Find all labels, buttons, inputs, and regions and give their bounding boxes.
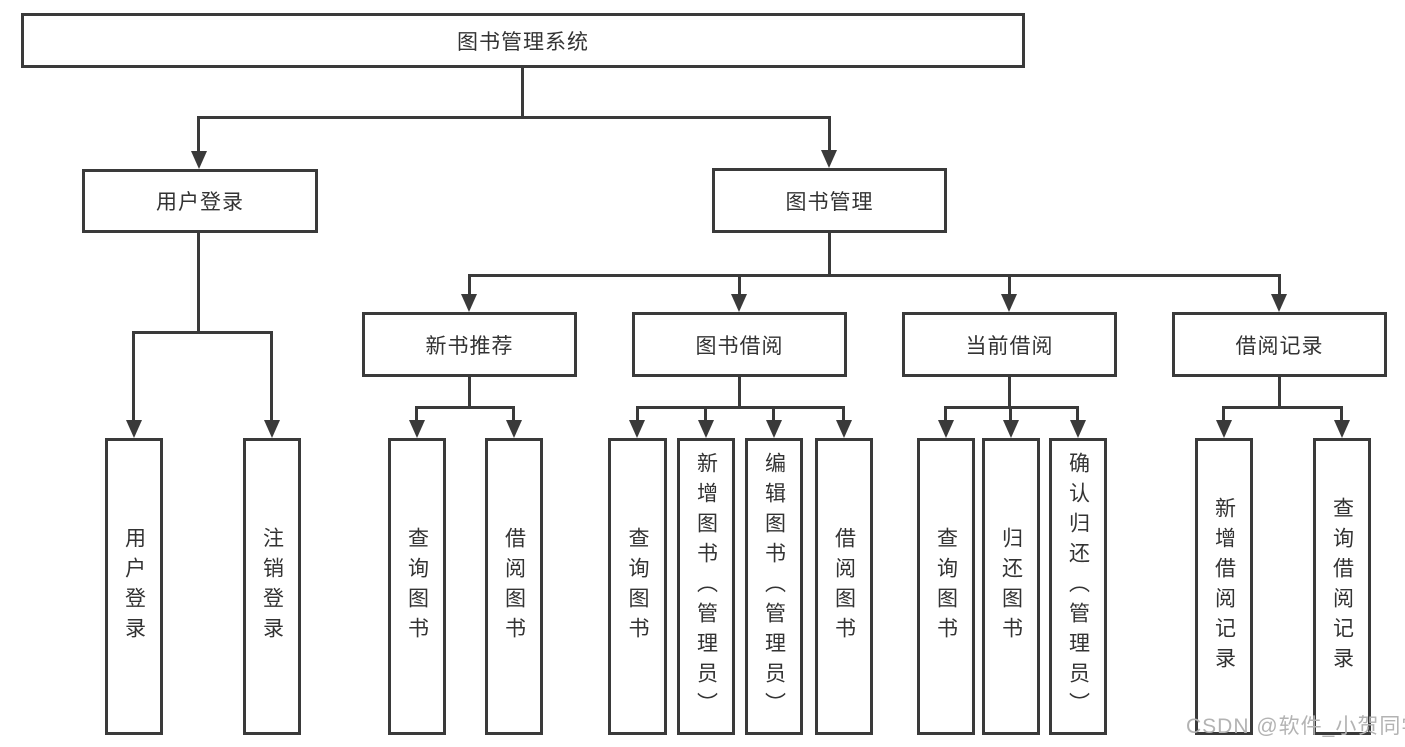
connector-arrow [698,420,714,438]
leaf-query-book-1: 查询图书 [388,438,446,735]
connector-arrow [836,420,852,438]
leaf-query-book-1-label: 查询图书 [405,526,429,647]
connector-arrow [126,420,142,438]
connector-arrow [731,294,747,312]
node-borrow-record: 借阅记录 [1172,312,1387,377]
leaf-edit-book-admin: 编辑图书（管理员） [745,438,803,735]
node-book-management: 图书管理 [712,168,947,233]
connector-arrow [1070,420,1086,438]
node-current-borrow: 当前借阅 [902,312,1117,377]
connector-arrow [629,420,645,438]
connector-line [415,406,418,422]
connector-arrow [1216,420,1232,438]
connector-line [132,331,273,334]
connector-line [1340,406,1343,422]
connector-line [738,377,741,408]
connector-arrow [506,420,522,438]
connector-arrow [191,151,207,169]
connector-line [1278,274,1281,298]
leaf-return-book: 归还图书 [982,438,1040,735]
node-book-management-label: 图书管理 [785,190,874,214]
node-user-login-label: 用户登录 [156,191,244,214]
connector-arrow [264,420,280,438]
leaf-query-book-3-label: 查询图书 [934,526,958,647]
leaf-query-book-3: 查询图书 [917,438,975,735]
connector-line [1222,406,1343,409]
connector-line [1008,377,1011,408]
connector-arrow [766,420,782,438]
connector-line [1008,274,1011,298]
connector-line [828,233,831,277]
node-user-login: 用户登录 [82,169,318,233]
connector-line [512,406,515,422]
connector-line [704,406,707,422]
connector-line [468,377,471,408]
connector-line [1076,406,1079,422]
connector-line [772,406,775,422]
leaf-logout-label: 注销登录 [260,526,284,647]
node-root: 图书管理系统 [21,13,1025,68]
leaf-add-borrow-record: 新增借阅记录 [1195,438,1253,735]
connector-line [636,406,639,422]
leaf-query-borrow-record: 查询借阅记录 [1313,438,1371,735]
node-new-book-recommend: 新书推荐 [362,312,577,377]
leaf-query-book-2: 查询图书 [608,438,667,735]
leaf-confirm-return-admin: 确认归还（管理员） [1049,438,1107,735]
connector-arrow [461,294,477,312]
connector-line [132,331,135,421]
connector-line [636,406,845,409]
leaf-add-book-admin: 新增图书（管理员） [677,438,735,735]
leaf-user-login-label: 用户登录 [122,526,146,647]
connector-arrow [1334,420,1350,438]
leaf-add-borrow-record-label: 新增借阅记录 [1212,496,1236,677]
connector-arrow [1003,420,1019,438]
node-book-borrow-label: 图书借阅 [695,334,784,358]
connector-line [738,274,741,298]
node-current-borrow-label: 当前借阅 [965,334,1054,358]
leaf-logout: 注销登录 [243,438,301,735]
connector-line [197,233,200,334]
connector-line [468,274,1281,277]
leaf-return-book-label: 归还图书 [999,526,1023,647]
leaf-user-login: 用户登录 [105,438,163,735]
node-root-label: 图书管理系统 [457,30,589,54]
connector-line [197,116,831,119]
leaf-borrow-book-1: 借阅图书 [485,438,543,735]
leaf-edit-book-admin-label: 编辑图书（管理员） [762,451,786,722]
node-new-book-recommend-label: 新书推荐 [425,334,514,358]
connector-line [521,68,524,119]
node-borrow-record-label: 借阅记录 [1235,334,1324,358]
csdn-watermark: CSDN @软件_小贺同学 [1186,715,1405,738]
leaf-query-borrow-record-label: 查询借阅记录 [1330,496,1354,677]
connector-line [828,116,831,153]
connector-line [944,406,947,422]
connector-line [1222,406,1225,422]
connector-arrow [1001,294,1017,312]
leaf-borrow-book-2: 借阅图书 [815,438,873,735]
connector-line [415,406,515,409]
connector-arrow [1271,294,1287,312]
node-book-borrow: 图书借阅 [632,312,847,377]
leaf-borrow-book-1-label: 借阅图书 [502,526,526,647]
leaf-borrow-book-2-label: 借阅图书 [832,526,856,647]
connector-line [197,116,200,154]
connector-arrow [409,420,425,438]
connector-line [1278,377,1281,408]
leaf-query-book-2-label: 查询图书 [626,526,649,647]
connector-line [468,274,471,298]
connector-arrow [821,150,837,168]
leaf-confirm-return-admin-label: 确认归还（管理员） [1066,451,1090,722]
connector-line [842,406,845,422]
leaf-add-book-admin-label: 新增图书（管理员） [694,451,718,722]
connector-arrow [938,420,954,438]
connector-line [1009,406,1012,422]
connector-line [270,331,273,421]
